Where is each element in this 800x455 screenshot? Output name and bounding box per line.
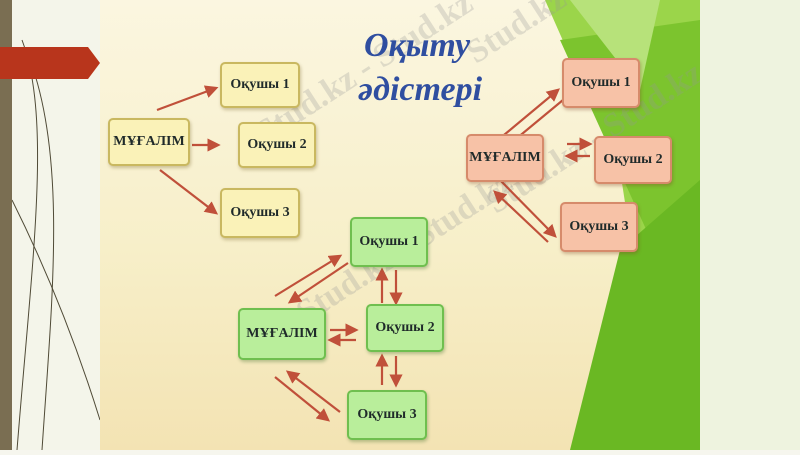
- teacher-box: МҰҒАЛІМ: [108, 118, 190, 166]
- student-box-2: Оқушы 2: [366, 304, 444, 352]
- slide-title-line1: Оқыту: [364, 27, 471, 64]
- student-box-1: Оқушы 1: [562, 58, 640, 108]
- student-box-2: Оқушы 2: [238, 122, 316, 168]
- student-box-1: Оқушы 1: [350, 217, 428, 267]
- slide-content: Stud.kz - Stud.kz Stud.kz - Stud.kz Stud…: [100, 0, 700, 450]
- student-box-3: Оқушы 3: [560, 202, 638, 252]
- slide-title-line2: әдістері: [358, 71, 483, 108]
- red-tab-marker: [0, 47, 100, 79]
- left-dark-strip: [0, 0, 12, 450]
- student-box-3: Оқушы 3: [220, 188, 300, 238]
- right-panel: [700, 0, 800, 450]
- arrows-layer: [156, 85, 593, 422]
- teacher-box: МҰҒАЛІМ: [238, 308, 326, 360]
- student-box-3: Оқушы 3: [347, 390, 427, 440]
- student-box-1: Оқушы 1: [220, 62, 300, 108]
- student-box-2: Оқушы 2: [594, 136, 672, 184]
- teacher-box: МҰҒАЛІМ: [466, 134, 544, 182]
